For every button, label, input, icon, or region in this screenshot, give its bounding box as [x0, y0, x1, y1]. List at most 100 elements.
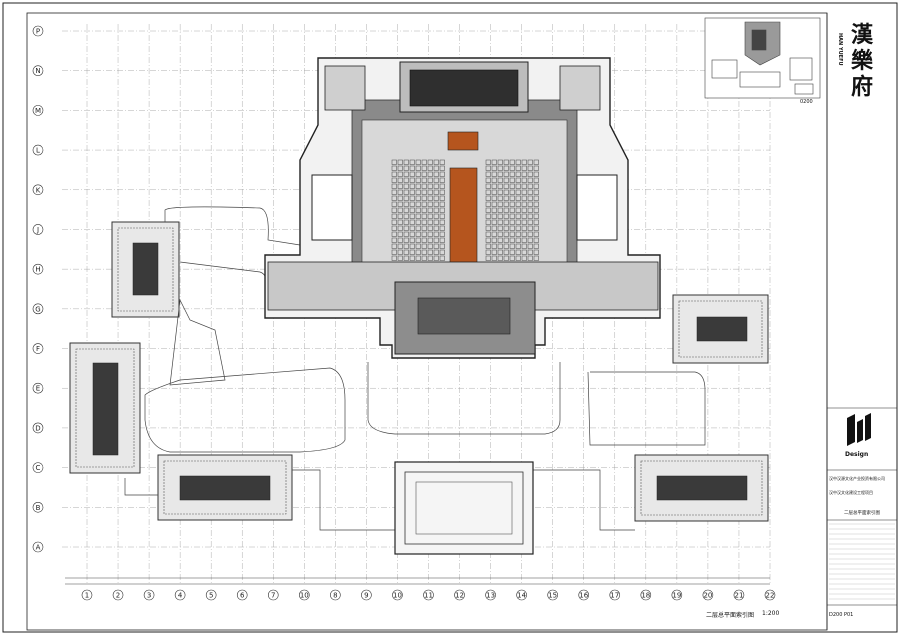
grid-row-bubble — [32, 541, 44, 553]
seat — [439, 249, 445, 255]
seat — [403, 225, 409, 231]
seat — [497, 237, 503, 243]
seat — [533, 255, 539, 261]
seat — [415, 255, 421, 261]
seat — [533, 219, 539, 225]
stage-runway — [449, 167, 478, 269]
grid-col-label: 3 — [147, 592, 151, 600]
seat — [503, 231, 509, 237]
company-logo-text: Design — [845, 451, 869, 458]
seat — [421, 255, 427, 261]
seat — [403, 201, 409, 207]
seat — [415, 231, 421, 237]
seat — [391, 231, 397, 237]
seat — [433, 237, 439, 243]
seat — [509, 219, 515, 225]
seat — [533, 165, 539, 171]
seat — [403, 159, 409, 165]
seat — [427, 243, 433, 249]
seat — [415, 237, 421, 243]
grid-row-label: D — [35, 424, 40, 432]
pavilion-south-east — [634, 454, 769, 522]
seat — [391, 189, 397, 195]
seat — [433, 231, 439, 237]
seat — [427, 195, 433, 201]
grid-col-bubble — [205, 589, 217, 601]
seat — [533, 159, 539, 165]
seat — [503, 165, 509, 171]
seat — [439, 201, 445, 207]
grid-row-bubble — [32, 224, 44, 235]
grid-col-bubble — [299, 589, 310, 601]
seat — [409, 159, 415, 165]
seat — [497, 249, 503, 255]
grid-row-label: P — [36, 28, 40, 36]
seat — [521, 249, 527, 255]
seat — [403, 237, 409, 243]
seat — [427, 171, 433, 177]
seat — [415, 177, 421, 183]
seat — [497, 171, 503, 177]
grid-col-bubble — [392, 589, 403, 601]
grid-col-label: 12 — [455, 592, 464, 600]
seat — [485, 255, 491, 261]
seat — [515, 195, 521, 201]
seat — [397, 201, 403, 207]
key-plan-code: 0200 — [800, 99, 813, 105]
seat — [433, 195, 439, 201]
grid-col-bubble — [485, 589, 496, 601]
seat — [503, 225, 509, 231]
seating-left — [391, 159, 445, 261]
seat — [427, 189, 433, 195]
seat — [491, 255, 497, 261]
seat — [485, 207, 491, 213]
grid-col-label: 2 — [116, 592, 120, 600]
seat — [521, 189, 527, 195]
seat — [527, 207, 533, 213]
grid-col-label: 22 — [766, 592, 775, 600]
seat — [485, 183, 491, 189]
stage-head — [447, 131, 479, 151]
grid-col-bubble — [516, 589, 527, 601]
seat — [509, 195, 515, 201]
seat — [433, 249, 439, 255]
grid-col-label: 11 — [424, 592, 433, 600]
seat — [509, 183, 515, 189]
seat — [503, 171, 509, 177]
seat — [403, 189, 409, 195]
seat — [527, 201, 533, 207]
seat — [515, 177, 521, 183]
seat — [439, 243, 445, 249]
seat — [497, 177, 503, 183]
seat — [397, 165, 403, 171]
seat — [421, 237, 427, 243]
seat — [509, 255, 515, 261]
seat — [515, 183, 521, 189]
grid-row-label: G — [35, 305, 40, 313]
pavilion-east — [672, 294, 769, 364]
seat — [515, 249, 521, 255]
seat — [397, 195, 403, 201]
grid-col-label: 18 — [641, 592, 650, 600]
company-logo — [845, 412, 873, 448]
seat — [491, 237, 497, 243]
seat — [421, 189, 427, 195]
seat — [421, 231, 427, 237]
seat — [503, 201, 509, 207]
seat — [439, 165, 445, 171]
seat — [403, 255, 409, 261]
seat — [391, 177, 397, 183]
seat — [533, 183, 539, 189]
seat — [491, 189, 497, 195]
seat — [509, 213, 515, 219]
grid-row-bubble — [32, 105, 44, 116]
seat — [503, 183, 509, 189]
seat — [397, 231, 403, 237]
grid-row-label: J — [36, 226, 39, 234]
seat — [397, 207, 403, 213]
seat — [515, 225, 521, 231]
seat — [415, 225, 421, 231]
seat — [509, 165, 515, 171]
